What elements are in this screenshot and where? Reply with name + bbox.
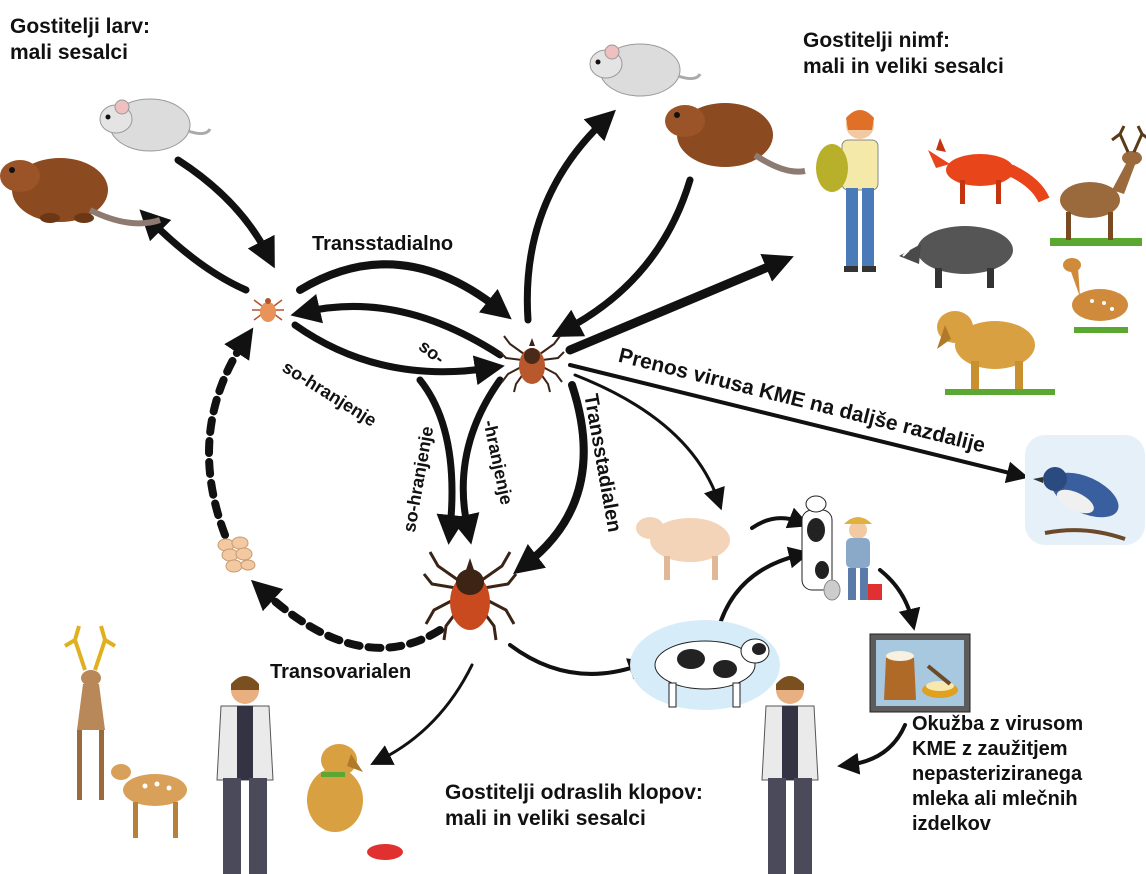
larva-hosts-heading: Gostitelji larv: mali sesalci bbox=[10, 14, 150, 67]
larva-hosts-line-2: mali sesalci bbox=[10, 40, 150, 66]
larva-hosts-line-1: Gostitelji larv: bbox=[10, 14, 150, 40]
nymph-hosts-heading: Gostitelji nimf: mali in veliki sesalci bbox=[803, 28, 1004, 81]
dairy-products-icon bbox=[870, 634, 970, 712]
infection-line-3: nepasteriziranega bbox=[912, 762, 1083, 787]
adult-hosts-heading: Gostitelji odraslih klopov: mali in veli… bbox=[445, 780, 703, 833]
rodent-icon bbox=[0, 158, 160, 223]
tick-eggs-icon bbox=[218, 537, 255, 572]
fawn-adult-icon bbox=[111, 764, 187, 838]
grazing-cow-icon bbox=[630, 620, 780, 710]
goat-icon bbox=[636, 517, 730, 580]
transstadialno-label: Transstadialno bbox=[312, 232, 453, 257]
mouse-icon-nymph bbox=[590, 44, 700, 96]
deer-adult-icon bbox=[65, 626, 115, 800]
rodent-icon-nymph bbox=[665, 103, 805, 172]
man-icon bbox=[217, 676, 273, 874]
nymph-tick-icon bbox=[500, 336, 564, 392]
fawn-icon bbox=[1063, 258, 1128, 333]
infection-line-4: mleka ali mlečnih bbox=[912, 787, 1083, 812]
arrow-nymph-to-mouse bbox=[527, 120, 605, 320]
deer-icon bbox=[1050, 126, 1146, 246]
arrow-milkmaid-to-dairy bbox=[880, 570, 912, 620]
arrow-transstadial-larva-nymph bbox=[300, 264, 500, 310]
arrow-transstadial-nymph-adult bbox=[525, 385, 584, 565]
arrow-cow-to-milkmaid bbox=[718, 555, 800, 630]
arrow-transovarial-adult-eggs bbox=[262, 590, 440, 648]
fox-icon bbox=[928, 138, 1044, 204]
arrow-nymph-to-bird bbox=[570, 365, 1018, 475]
man-consumer-icon bbox=[762, 676, 818, 874]
arrow-larva-to-rodent bbox=[150, 220, 246, 290]
arrow-eggs-to-larva bbox=[209, 340, 245, 535]
milking-cow-woman-icon bbox=[802, 496, 882, 600]
larva-tick-icon bbox=[252, 298, 284, 322]
nymph-hosts-line-2: mali in veliki sesalci bbox=[803, 54, 1004, 80]
dog-adult-icon bbox=[307, 744, 403, 860]
adult-hosts-line-2: mali in veliki sesalci bbox=[445, 806, 703, 832]
infection-caption: Okužba z virusom KME z zaužitjem nepaste… bbox=[912, 712, 1083, 837]
bird-icon bbox=[1025, 435, 1145, 545]
arrow-goat-to-milkmaid bbox=[752, 518, 800, 528]
infection-line-1: Okužba z virusom bbox=[912, 712, 1083, 737]
arrow-adult-to-cow bbox=[510, 645, 640, 674]
arrow-dairy-to-human bbox=[848, 725, 905, 765]
mouse-icon bbox=[100, 99, 210, 151]
transovarialen-label: Transovarialen bbox=[270, 660, 411, 685]
hiker-woman-icon bbox=[816, 110, 878, 272]
infection-line-5: izdelkov bbox=[912, 812, 1083, 837]
arrow-mouse-to-larva bbox=[178, 160, 268, 255]
infection-line-2: KME z zaužitjem bbox=[912, 737, 1083, 762]
wild-boar-icon bbox=[899, 226, 1013, 288]
adult-hosts-line-1: Gostitelji odraslih klopov: bbox=[445, 780, 703, 806]
dog-icon-nymph bbox=[937, 311, 1055, 395]
nymph-hosts-line-1: Gostitelji nimf: bbox=[803, 28, 1004, 54]
